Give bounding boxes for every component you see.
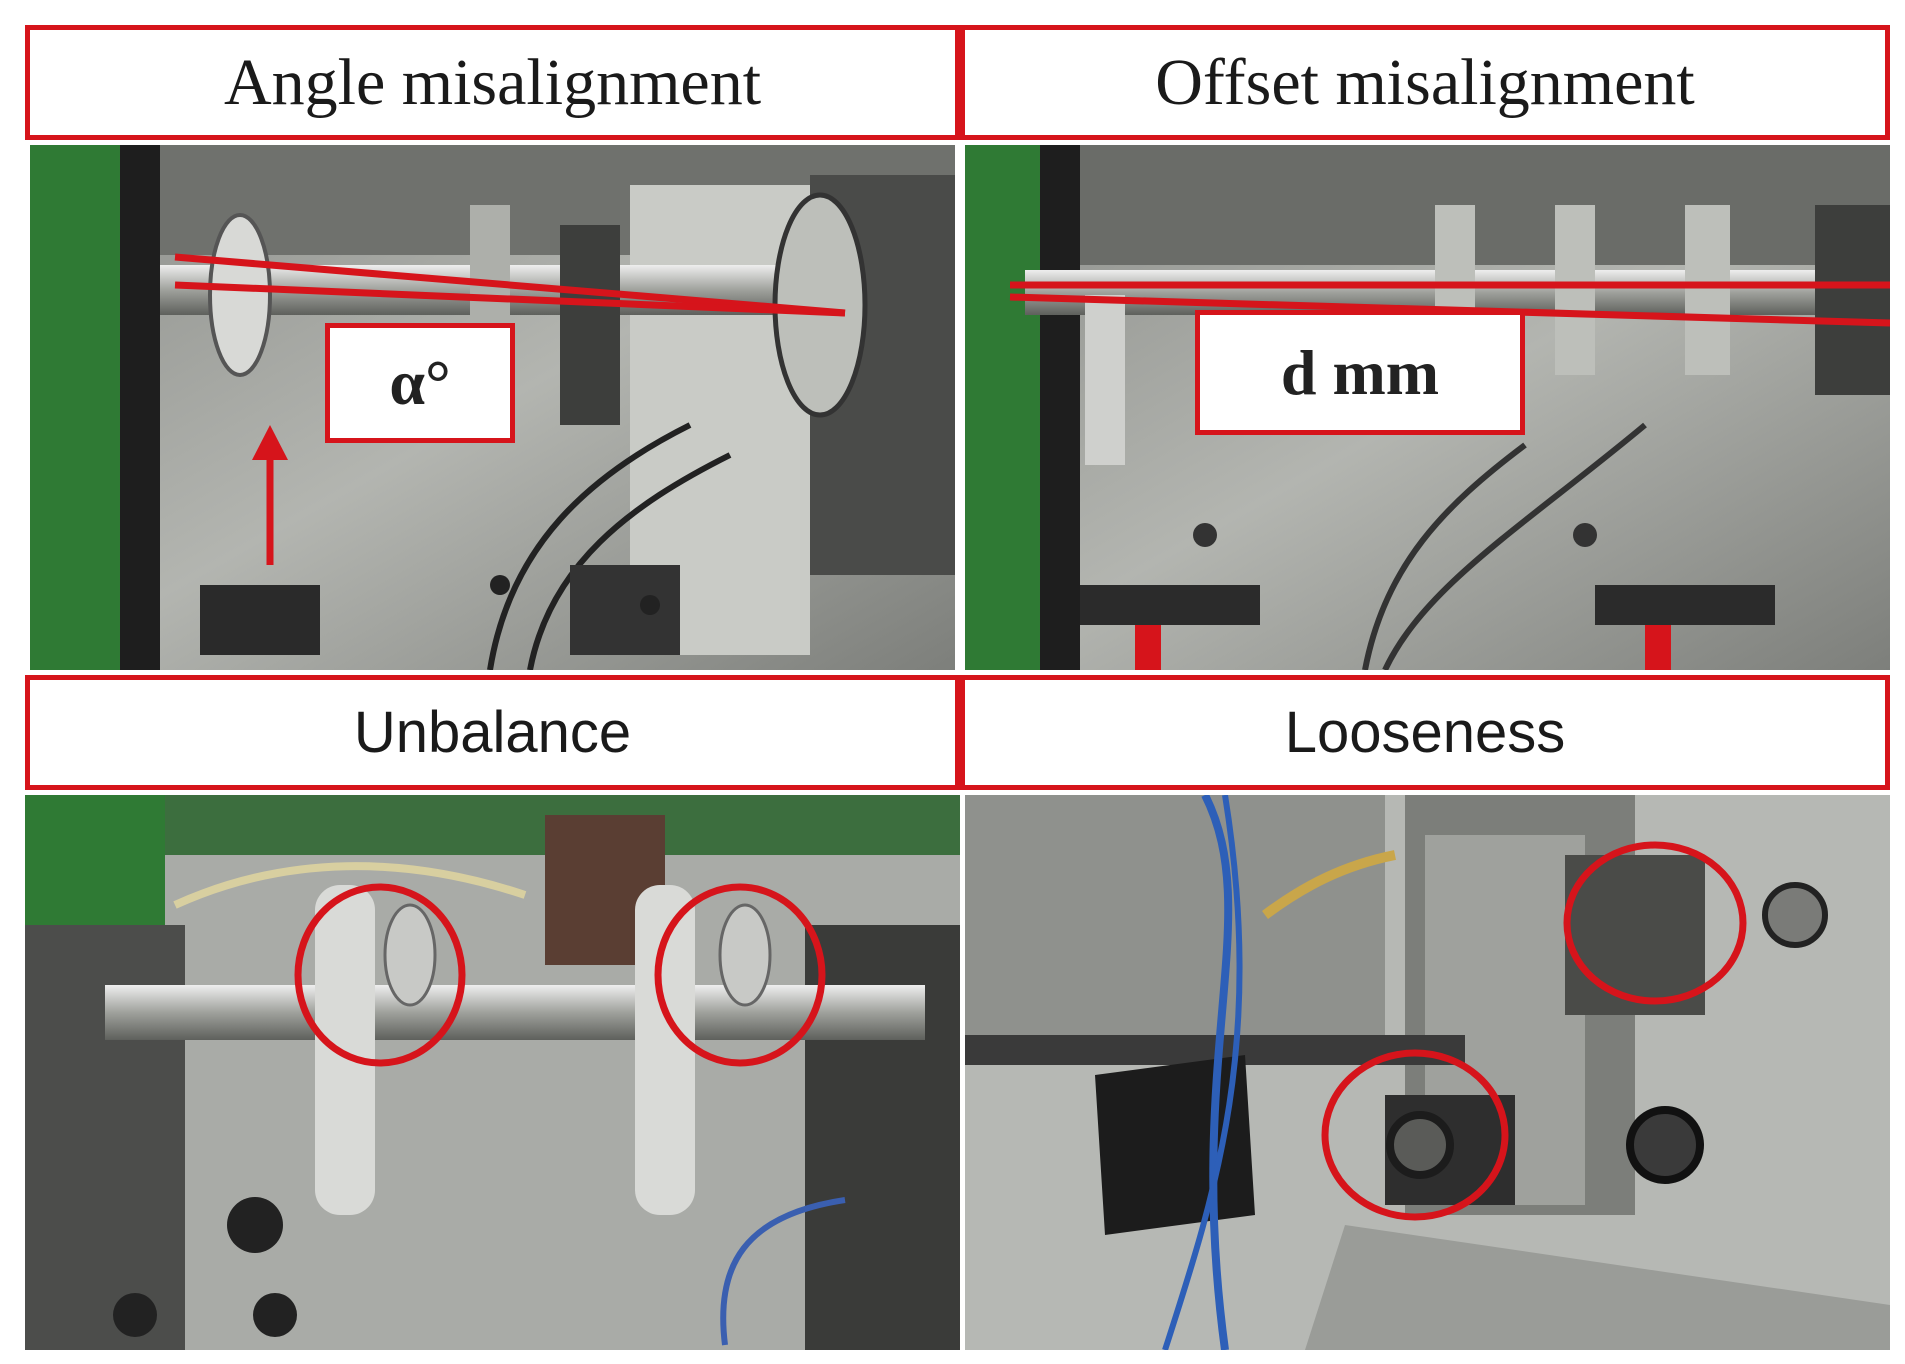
unbalance-photo <box>25 795 960 1350</box>
unbalance-header: Unbalance <box>25 675 960 790</box>
offset-misalignment-photo: d mm <box>965 145 1890 670</box>
looseness-title: Looseness <box>1284 700 1566 765</box>
angle-misalignment-header: Angle misalignment <box>25 25 960 140</box>
offset-label: d mm <box>1280 336 1440 408</box>
angle-misalignment-title: Angle misalignment <box>223 45 762 119</box>
angle-label: α° <box>389 347 451 418</box>
figure-grid: Angle misalignment Offset misalignment <box>25 25 1890 1350</box>
looseness-photo <box>965 795 1890 1350</box>
offset-photo-illustration <box>965 145 1890 670</box>
unbalance-title: Unbalance <box>353 700 632 765</box>
angle-misalignment-photo: α° <box>30 145 955 670</box>
looseness-header: Looseness <box>960 675 1890 790</box>
looseness-photo-illustration <box>965 795 1890 1350</box>
offset-label-box: d mm <box>1195 310 1525 435</box>
offset-misalignment-header: Offset misalignment <box>960 25 1890 140</box>
offset-misalignment-title: Offset misalignment <box>1155 45 1695 119</box>
angle-label-box: α° <box>325 323 515 443</box>
angle-photo-illustration <box>30 145 955 670</box>
unbalance-photo-illustration <box>25 795 960 1350</box>
